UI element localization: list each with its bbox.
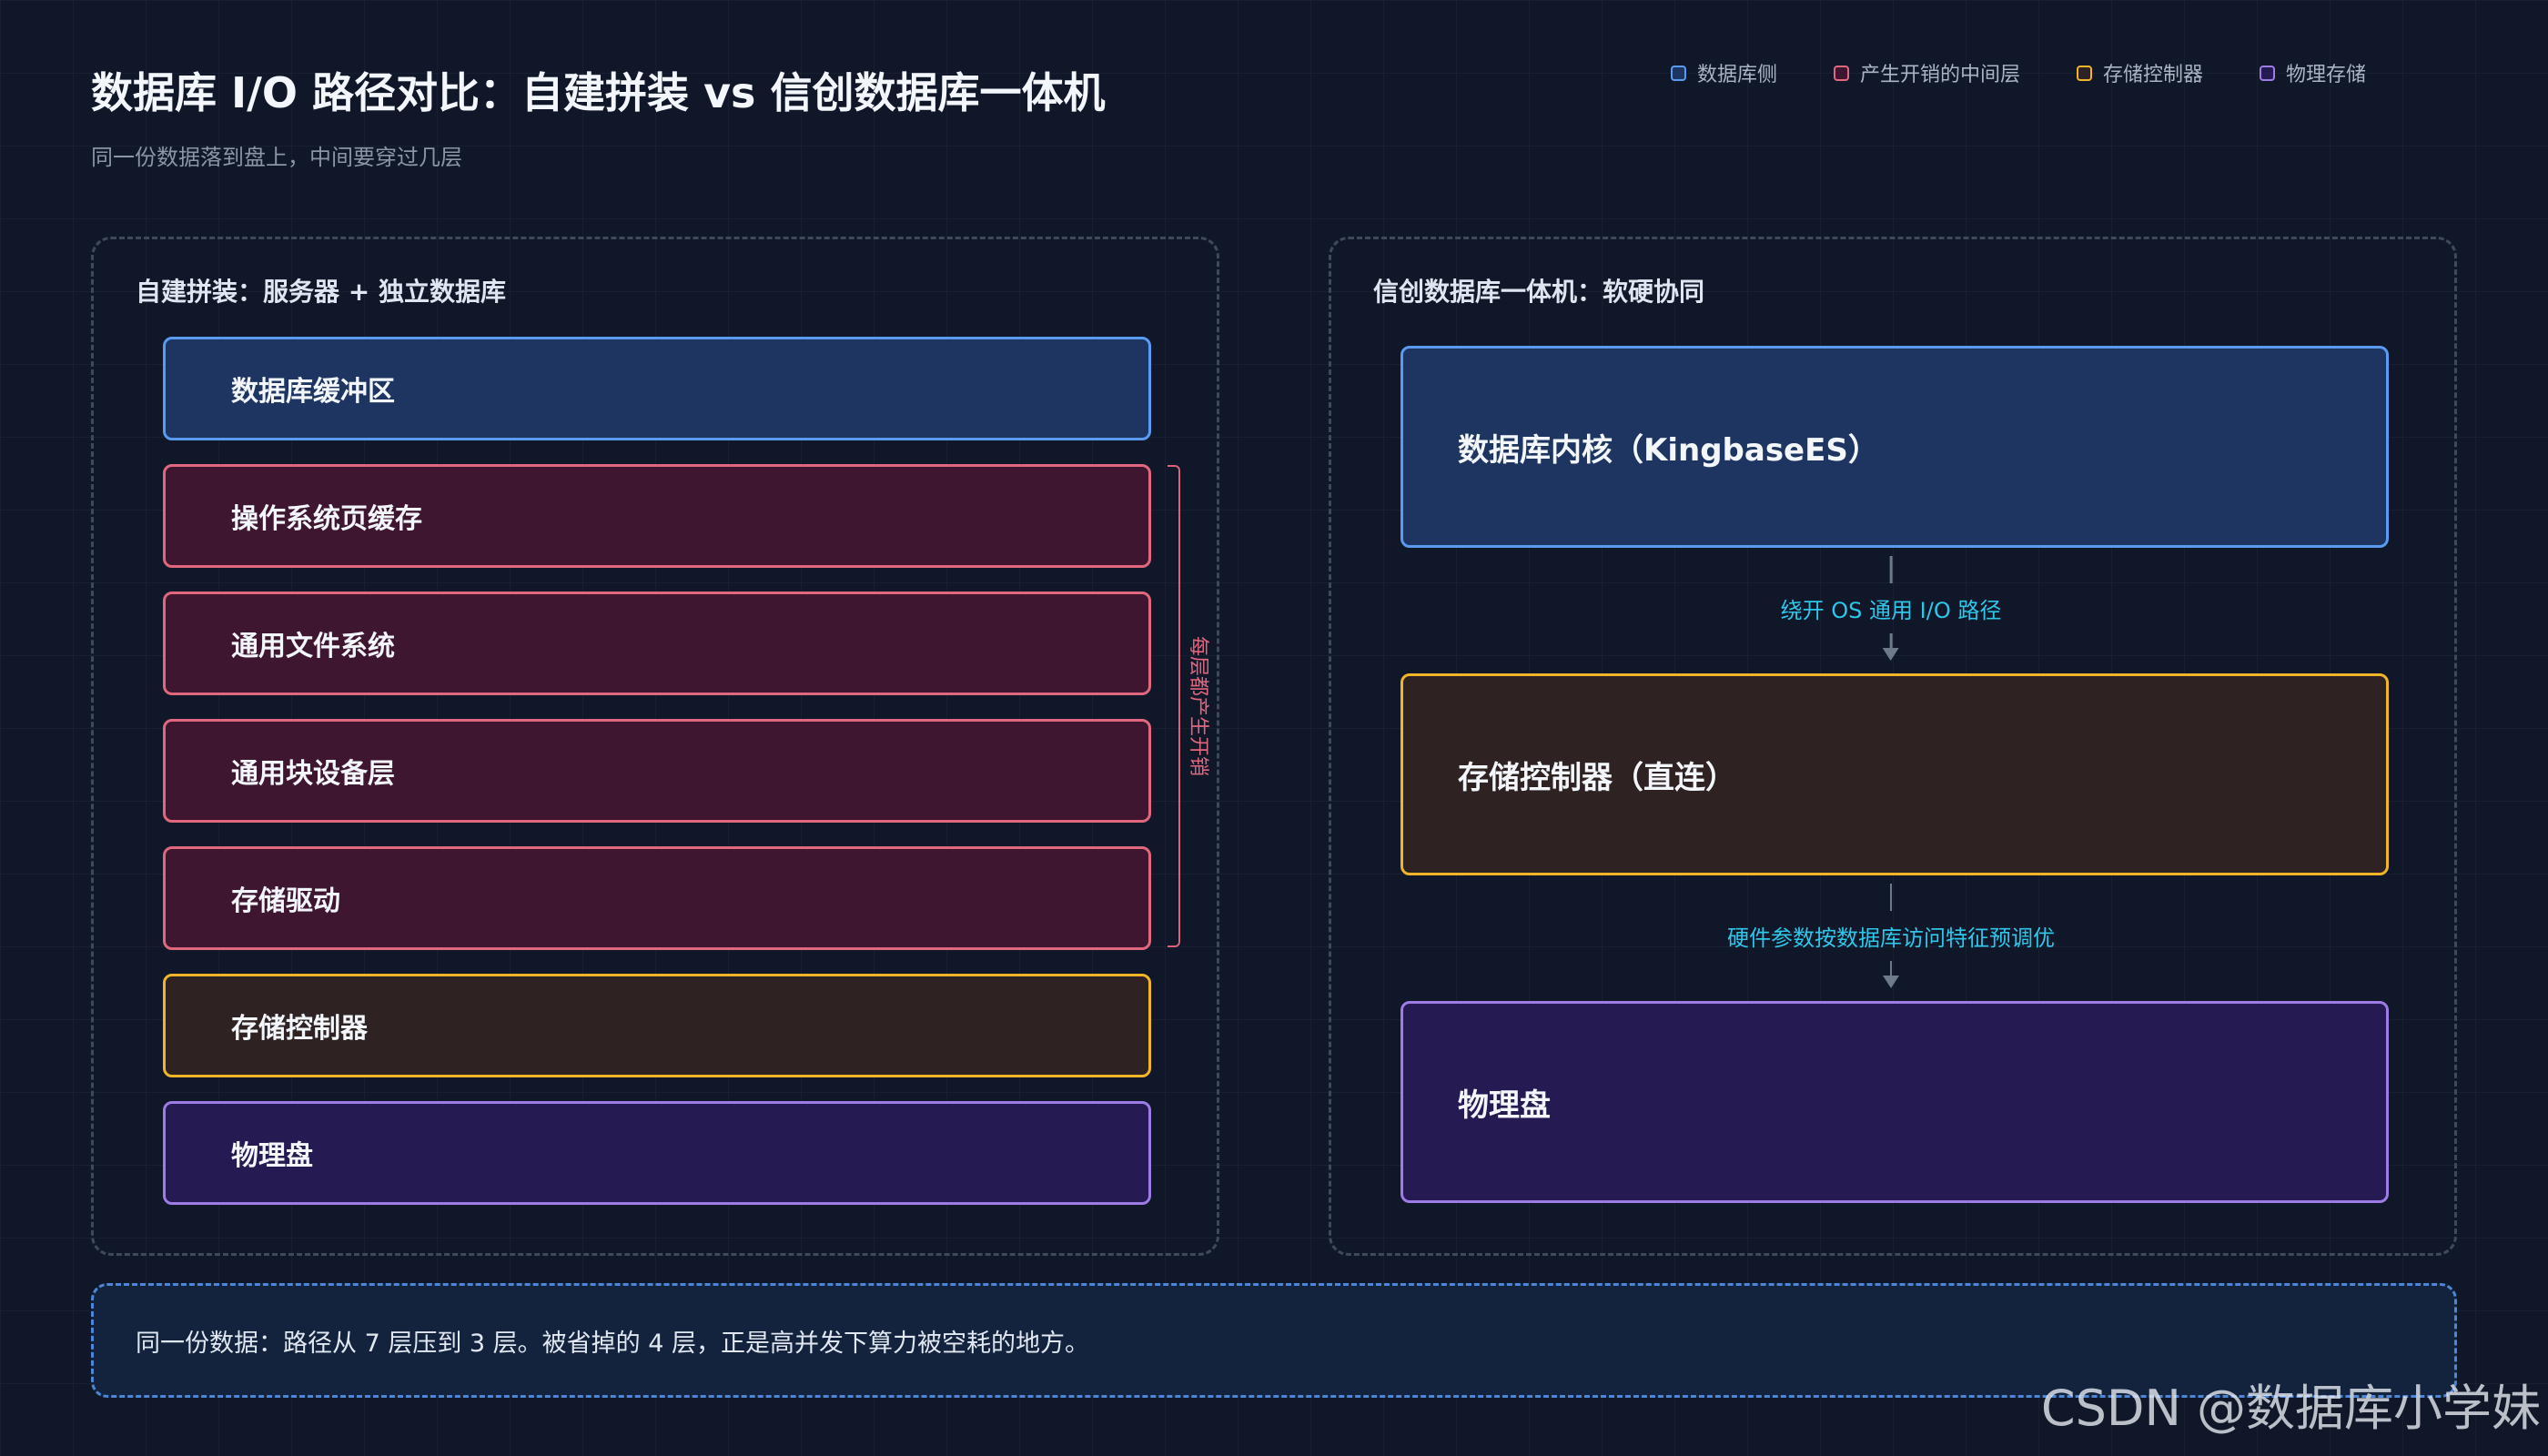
legend-swatch-physical [2259, 65, 2275, 81]
layer-direct-controller: 存储控制器（直连） [1400, 673, 2389, 875]
layer-label: 通用块设备层 [231, 758, 395, 790]
layer-label: 数据库缓冲区 [231, 376, 395, 408]
connector-bypass-os: 绕开 OS 通用 I/O 路径 [1780, 556, 2002, 661]
layer-file-system: 通用文件系统 [163, 592, 1151, 695]
watermark: CSDN @数据库小学妹 [2040, 1380, 2541, 1437]
legend-item-physical: 物理存储 [2259, 58, 2366, 87]
layer-label: 通用文件系统 [231, 631, 395, 662]
layer-physical-disk: 物理盘 [163, 1101, 1151, 1205]
connector-line [1889, 961, 1893, 976]
page-title: 数据库 I/O 路径对比：自建拼装 vs 信创数据库一体机 [91, 68, 1106, 117]
connector-line [1889, 884, 1893, 911]
legend-item-overhead: 产生开销的中间层 [1833, 58, 2020, 87]
overhead-bracket [1168, 465, 1180, 947]
panel-title-self-built: 自建拼装：服务器 + 独立数据库 [136, 277, 506, 307]
page-subtitle: 同一份数据落到盘上，中间要穿过几层 [91, 145, 462, 170]
connector-hardware-tuning: 硬件参数按数据库访问特征预调优 [1727, 884, 2055, 988]
layer-physical-disk: 物理盘 [1400, 1001, 2389, 1203]
connector-label: 硬件参数按数据库访问特征预调优 [1727, 925, 2055, 951]
layer-label: 操作系统页缓存 [231, 503, 422, 535]
layer-label: 存储控制器 [231, 1013, 368, 1045]
legend-swatch-controller [2076, 65, 2092, 81]
self-built-panel: 自建拼装：服务器 + 独立数据库 数据库缓冲区 操作系统页缓存 通用文件系统 通… [91, 237, 1219, 1256]
connector-line [1889, 556, 1893, 583]
legend-item-database: 数据库侧 [1670, 58, 1777, 87]
layer-db-buffer: 数据库缓冲区 [163, 337, 1151, 440]
layer-block-device: 通用块设备层 [163, 719, 1151, 823]
layer-label: 存储控制器（直连） [1458, 759, 1736, 796]
layer-label: 物理盘 [1458, 1087, 1551, 1124]
connector-label: 绕开 OS 通用 I/O 路径 [1780, 598, 2002, 623]
layer-label: 物理盘 [231, 1140, 313, 1172]
layer-label: 存储驱动 [231, 885, 340, 917]
connector-line [1889, 633, 1893, 648]
layer-db-kernel: 数据库内核（KingbaseES） [1400, 346, 2389, 548]
layer-storage-driver: 存储驱动 [163, 846, 1151, 950]
legend-label: 存储控制器 [2102, 64, 2203, 86]
layer-storage-controller: 存储控制器 [163, 974, 1151, 1077]
appliance-panel: 信创数据库一体机：软硬协同 数据库内核（KingbaseES） 绕开 OS 通用… [1329, 237, 2457, 1256]
overhead-bracket-label: 每层都产生开销 [1187, 635, 1209, 777]
legend-item-controller: 存储控制器 [2076, 58, 2203, 87]
summary-text: 同一份数据：路径从 7 层压到 3 层。被省掉的 4 层，正是高并发下算力被空耗… [136, 1329, 1090, 1358]
legend-label: 物理存储 [2285, 64, 2366, 86]
panel-title-appliance: 信创数据库一体机：软硬协同 [1373, 277, 1705, 307]
summary-callout: 同一份数据：路径从 7 层压到 3 层。被省掉的 4 层，正是高并发下算力被空耗… [91, 1283, 2457, 1398]
legend-swatch-database [1670, 65, 1686, 81]
legend-label: 产生开销的中间层 [1859, 64, 2020, 86]
arrow-down-icon [1882, 648, 1899, 661]
legend-swatch-overhead [1833, 65, 1849, 81]
arrow-down-icon [1883, 976, 1899, 988]
layer-label: 数据库内核（KingbaseES） [1458, 431, 1879, 469]
layer-os-page-cache: 操作系统页缓存 [163, 464, 1151, 568]
legend-label: 数据库侧 [1696, 64, 1777, 86]
legend: 数据库侧 产生开销的中间层 存储控制器 物理存储 [1670, 58, 2366, 87]
